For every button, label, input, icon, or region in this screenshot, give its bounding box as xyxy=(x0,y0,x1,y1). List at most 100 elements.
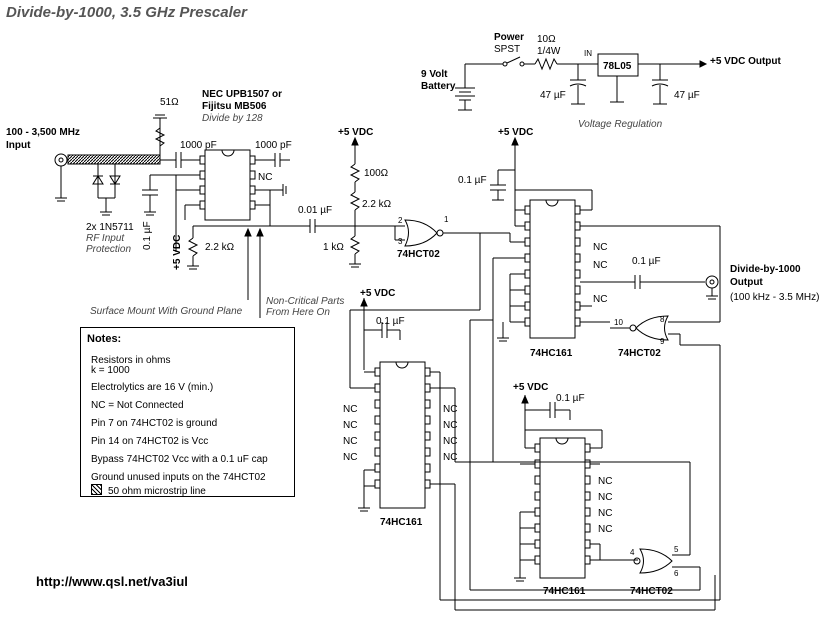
bypass-top xyxy=(490,136,519,201)
nor3-label: 74HCT02 xyxy=(630,586,673,597)
nor3-pin4: 4 xyxy=(630,548,635,557)
rf-input xyxy=(54,114,200,216)
c01-top-label: 0.1 µF xyxy=(458,175,487,186)
bias-network xyxy=(309,136,405,268)
ic2-nc-l1: NC xyxy=(343,404,357,415)
power-supply xyxy=(455,53,708,111)
note-line: Pin 14 on 74HCT02 is Vcc xyxy=(91,436,209,447)
section-pointers xyxy=(244,227,264,318)
ic2-nc-l3: NC xyxy=(343,436,357,447)
ic3-nc-3: NC xyxy=(598,508,612,519)
prescaler-ic xyxy=(142,149,310,270)
vdc-ic3-label: +5 VDC xyxy=(513,382,548,393)
vout-label: +5 VDC Output xyxy=(710,56,782,67)
ic2-nc-r1: NC xyxy=(443,404,457,415)
nor2-pin9: 9 xyxy=(660,337,665,346)
labels: 100 - 3,500 MHz Input 51Ω 1000 pF 1000 p… xyxy=(6,32,819,597)
ic3-label: 74HC161 xyxy=(543,586,586,597)
c1000b-label: 1000 pF xyxy=(255,140,292,151)
r10-label: 10Ω xyxy=(537,34,556,45)
power-label-1: Power xyxy=(494,32,524,43)
nor3-pin5: 5 xyxy=(674,545,679,554)
nor2-pin10: 10 xyxy=(614,318,623,327)
vdc-ic2-label: +5 VDC xyxy=(360,288,395,299)
nor2-label: 74HCT02 xyxy=(618,348,661,359)
note-line: Electrolytics are 16 V (min.) xyxy=(91,382,214,393)
note-line: NC = Not Connected xyxy=(91,400,184,411)
nor1-pin1: 1 xyxy=(444,215,449,224)
note-line: Pin 7 on 74HCT02 is ground xyxy=(91,418,218,429)
r10w-label: 1/4W xyxy=(537,46,561,57)
rf-protect-label-2: Protection xyxy=(86,244,131,255)
output-connector xyxy=(705,275,719,300)
battery-label-1: 9 Volt xyxy=(421,69,448,80)
nor-gate-2 xyxy=(610,225,721,600)
ic2-nc-r4: NC xyxy=(443,452,457,463)
r2k2-left-label: 2.2 kΩ xyxy=(205,242,235,253)
c01-ic3-label: 0.1 µF xyxy=(556,393,585,404)
r51-label: 51Ω xyxy=(160,97,179,108)
nc-label: NC xyxy=(258,172,272,183)
ic3-nc-1: NC xyxy=(598,476,612,487)
c47-left-label: 47 µF xyxy=(540,90,566,101)
vdc-left-label: +5 VDC xyxy=(172,235,183,270)
ic1-nc-1: NC xyxy=(593,242,607,253)
ic3-nc-2: NC xyxy=(598,492,612,503)
noncritical-label-2: From Here On xyxy=(266,307,330,318)
c001-label: 0.01 µF xyxy=(298,205,332,216)
r2k2-mid-label: 2.2 kΩ xyxy=(362,199,392,210)
ic2-label: 74HC161 xyxy=(380,517,423,528)
counter-ic-3 xyxy=(514,394,690,582)
prescaler-label-3: Divide by 128 xyxy=(202,113,263,124)
microstrip-note-text: 50 ohm microstrip line xyxy=(108,486,206,497)
page-title: Divide-by-1000, 3.5 GHz Prescaler xyxy=(6,4,247,21)
vdc-mid-label: +5 VDC xyxy=(338,127,373,138)
nor1-pin3: 3 xyxy=(398,237,403,246)
note-line: Ground unused inputs on the 74HCT02 xyxy=(91,472,266,483)
nor3-pin6: 6 xyxy=(674,569,679,578)
surface-mount-label: Surface Mount With Ground Plane xyxy=(90,306,243,317)
counter-ic-1 xyxy=(492,189,705,462)
battery-label-2: Battery xyxy=(421,81,456,92)
source-url: http://www.qsl.net/va3iul xyxy=(36,574,188,589)
ic1-nc-3: NC xyxy=(593,294,607,305)
regulator-label: 78L05 xyxy=(603,61,632,72)
c01-ic2-label: 0.1 µF xyxy=(376,316,405,327)
input-label-1: 100 - 3,500 MHz xyxy=(6,127,80,138)
prescaler-label-2: Fijitsu MB506 xyxy=(202,101,267,112)
output-label-3: (100 kHz - 3.5 MHz) xyxy=(730,292,819,303)
notes-box: Notes: Resistors in ohms k = 1000 Electr… xyxy=(80,327,295,497)
nor-gate-1 xyxy=(404,219,510,247)
c01-output-label: 0.1 µF xyxy=(632,256,661,267)
ic3-nc-4: NC xyxy=(598,524,612,535)
voltage-reg-label: Voltage Regulation xyxy=(578,119,663,130)
notes-heading: Notes: xyxy=(87,333,122,345)
output-label-1: Divide-by-1000 xyxy=(730,264,801,275)
vdc-top-right-label: +5 VDC xyxy=(498,127,533,138)
r100-label: 100Ω xyxy=(364,168,389,179)
power-label-2: SPST xyxy=(494,44,520,55)
input-label-2: Input xyxy=(6,140,31,151)
in-label: IN xyxy=(584,49,592,58)
ic1-label: 74HC161 xyxy=(530,348,573,359)
nor-gate-3 xyxy=(469,319,701,591)
note-line: Bypass 74HCT02 Vcc with a 0.1 uF cap xyxy=(91,454,268,465)
noncritical-label-1: Non-Critical Parts xyxy=(266,296,344,307)
c47-right-label: 47 µF xyxy=(674,90,700,101)
diodes-label: 2x 1N5711 xyxy=(86,222,134,233)
nor1-label: 74HCT02 xyxy=(397,249,440,260)
note-line-microstrip: 50 ohm microstrip line xyxy=(91,484,206,497)
ic2-nc-l2: NC xyxy=(343,420,357,431)
ic2-nc-l4: NC xyxy=(343,452,357,463)
counter-ic-2 xyxy=(349,233,720,611)
ic2-nc-r3: NC xyxy=(443,436,457,447)
prescaler-label-1: NEC UPB1507 or xyxy=(202,89,282,100)
output-label-2: Output xyxy=(730,277,763,288)
nor2-pin8: 8 xyxy=(660,315,665,324)
nor1-pin2: 2 xyxy=(398,216,403,225)
r1k-label: 1 kΩ xyxy=(323,242,344,253)
note-line: k = 1000 xyxy=(91,365,130,376)
c01-left-label: 0.1 µF xyxy=(142,221,153,250)
microstrip-swatch-icon xyxy=(91,484,102,495)
